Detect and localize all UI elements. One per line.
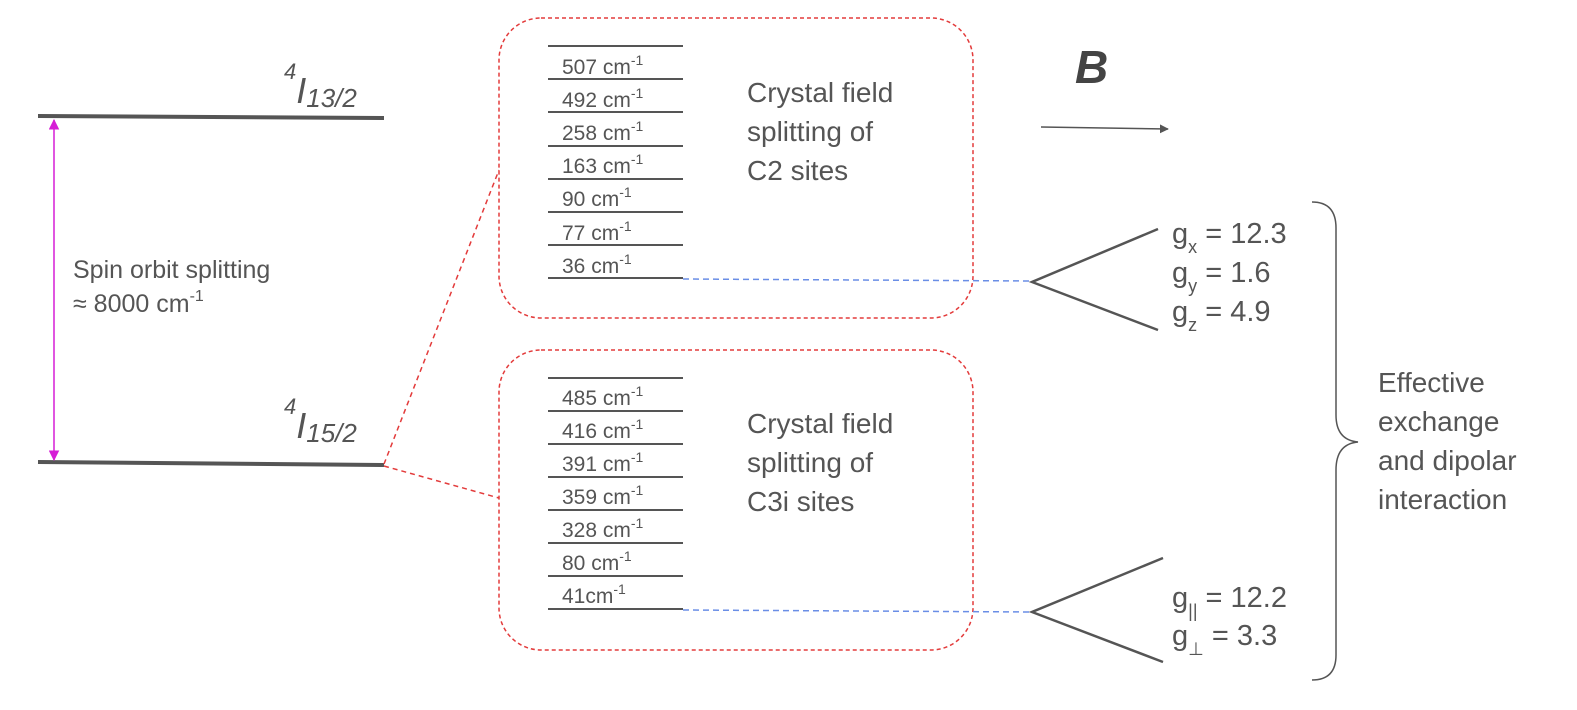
g-value-c2: gz = 4.9 (1172, 296, 1271, 335)
c3i-level-label: 485 cm-1 (562, 383, 644, 410)
g-value-c3i: g⊥ = 3.3 (1172, 620, 1277, 659)
interaction-label-line: interaction (1378, 484, 1507, 515)
magnetic-field-label: B (1075, 41, 1108, 93)
upper-term-level (37, 114, 385, 120)
zoom-connector-c2 (383, 169, 500, 465)
interaction-label-line: and dipolar (1378, 445, 1517, 476)
c2-caption-line: splitting of (747, 116, 873, 147)
c2-zeeman-splitting (1028, 227, 1159, 332)
c2-caption-line: C2 sites (747, 155, 848, 186)
g-value-c2: gy = 1.6 (1172, 257, 1271, 296)
g-value-c2: gx = 12.3 (1172, 218, 1287, 257)
c2-level-label: 90 cm-1 (562, 184, 632, 211)
c3i-zeeman-splitting (1028, 556, 1164, 664)
c3i-caption-line: Crystal field (747, 408, 893, 439)
c3i-level-label: 328 cm-1 (562, 515, 644, 542)
c3i-caption-line: C3i sites (747, 486, 854, 517)
c2-level-label: 507 cm-1 (562, 52, 644, 79)
c3i-caption-line: splitting of (747, 447, 873, 478)
magnetic-field-arrow (1040, 124, 1169, 134)
c2-level-label: 163 cm-1 (562, 151, 644, 178)
c3i-ground-connector (682, 609, 1033, 613)
c2-level-label: 492 cm-1 (562, 85, 644, 112)
c3i-level-label: 41cm-1 (562, 581, 626, 608)
c3i-level-label: 359 cm-1 (562, 482, 644, 509)
c2-level-label: 36 cm-1 (562, 251, 632, 278)
c2-level-label: 258 cm-1 (562, 118, 644, 145)
spin-orbit-value: ≈ 8000 cm-1 (73, 288, 204, 318)
spin-orbit-label: Spin orbit splitting (73, 256, 270, 284)
interaction-label-line: Effective (1378, 367, 1485, 398)
interaction-brace (1311, 201, 1359, 681)
zoom-connector-c3i (383, 465, 500, 499)
c3i-level-label: 80 cm-1 (562, 548, 632, 575)
g-value-c3i: g|| = 12.2 (1172, 582, 1287, 621)
c2-ground-connector (682, 278, 1033, 282)
c3i-box (498, 349, 974, 651)
c3i-level-stack: 485 cm-1 416 cm-1 391 cm-1 359 cm-1 328 … (548, 377, 683, 610)
c2-level-stack: 507 cm-1 492 cm-1 258 cm-1 163 cm-1 90 c… (548, 45, 683, 279)
lower-term-level (37, 460, 385, 467)
c3i-level-label: 416 cm-1 (562, 416, 644, 443)
interaction-label-line: exchange (1378, 406, 1499, 437)
c2-level-label: 77 cm-1 (562, 218, 632, 245)
lower-term-label: 4I15/2 (284, 394, 357, 448)
c2-box (498, 17, 974, 319)
c2-caption-line: Crystal field (747, 77, 893, 108)
c3i-level-label: 391 cm-1 (562, 449, 644, 476)
upper-term-label: 4I13/2 (284, 59, 357, 113)
